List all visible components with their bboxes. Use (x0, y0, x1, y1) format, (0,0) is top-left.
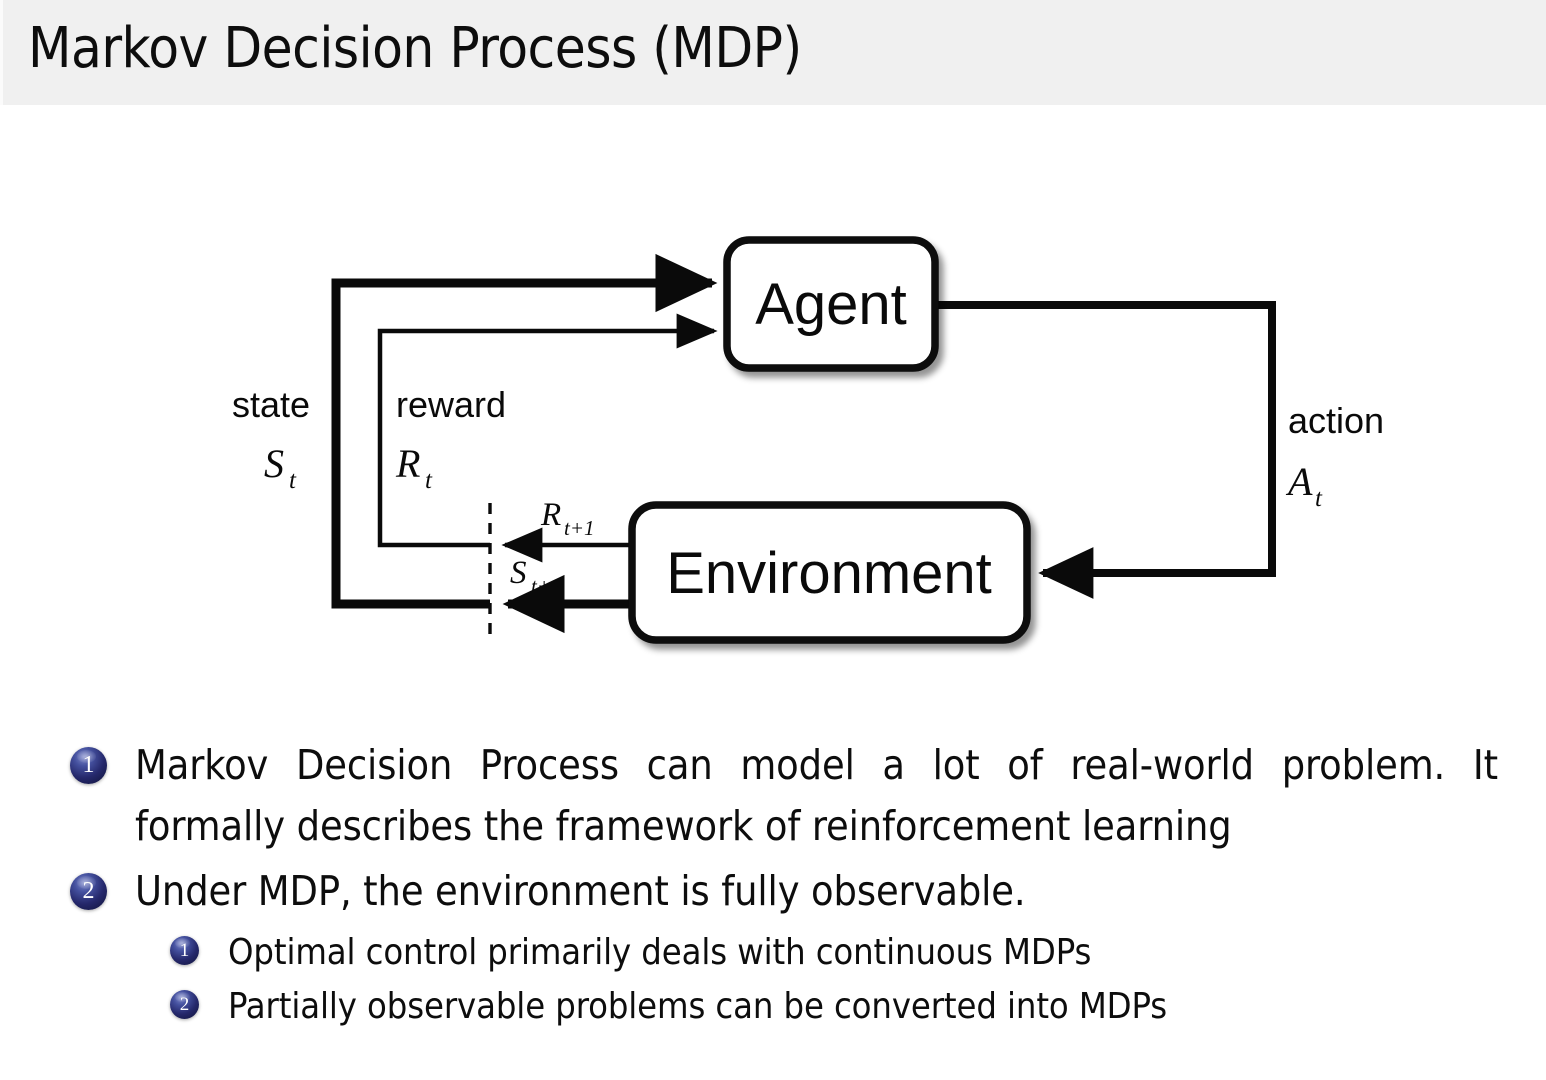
reward-feedback-wire (377, 313, 718, 548)
mdp-diagram: Agent Environment state S t reward R t a… (0, 105, 1546, 705)
action-label-word: action (1288, 400, 1384, 441)
agent-node: Agent (723, 236, 939, 372)
sub-list-item: 2 Partially observable problems can be c… (0, 980, 1546, 1034)
environment-node: Environment (628, 501, 1031, 644)
reward-label-symbol-subscript: t (425, 467, 433, 494)
action-label-symbol-subscript: t (1315, 485, 1323, 512)
agent-node-label: Agent (755, 272, 907, 337)
state-label-word: state (232, 384, 310, 425)
list-item: 1 Markov Decision Process can model a lo… (0, 735, 1546, 857)
bullet-list: 1 Markov Decision Process can model a lo… (0, 735, 1546, 1034)
page-title: Markov Decision Process (MDP) (28, 16, 802, 81)
list-item-text: Markov Decision Process can model a lot … (135, 741, 1498, 850)
bullet-number-badge: 2 (70, 873, 107, 910)
sub-list-item-text: Partially observable problems can be con… (228, 986, 1168, 1027)
state-label: state S t (232, 384, 310, 494)
reward-label-word: reward (396, 384, 506, 425)
slide-header-band: Markov Decision Process (MDP) (0, 0, 1546, 105)
sub-bullet-number-badge: 1 (170, 936, 199, 965)
header-left-edge-accent (0, 0, 3, 105)
sub-list-item-text: Optimal control primarily deals with con… (228, 932, 1092, 973)
next-reward-symbol: R (540, 497, 561, 533)
next-reward-symbol-subscript: t+1 (564, 516, 595, 540)
next-state-label: S t+1 (510, 555, 562, 598)
environment-node-label: Environment (666, 541, 992, 606)
sub-bullet-number-badge: 2 (170, 990, 199, 1019)
state-label-symbol: S (264, 441, 284, 486)
reward-label-symbol: R (395, 441, 420, 486)
next-state-symbol: S (510, 555, 527, 591)
sub-list-item: 1 Optimal control primarily deals with c… (0, 926, 1546, 980)
reward-label: reward R t (395, 384, 506, 494)
next-state-symbol-subscript: t+1 (531, 574, 562, 598)
state-label-symbol-subscript: t (289, 467, 297, 494)
state-feedback-wire (331, 253, 718, 609)
list-item-text: Under MDP, the environment is fully obse… (135, 867, 1026, 915)
action-label-symbol: A (1285, 459, 1313, 504)
action-wire (933, 301, 1276, 599)
list-item: 2 Under MDP, the environment is fully ob… (0, 861, 1546, 922)
bullet-number-badge: 1 (70, 747, 107, 784)
action-label: action A t (1285, 400, 1384, 512)
next-reward-label: R t+1 (540, 497, 595, 540)
